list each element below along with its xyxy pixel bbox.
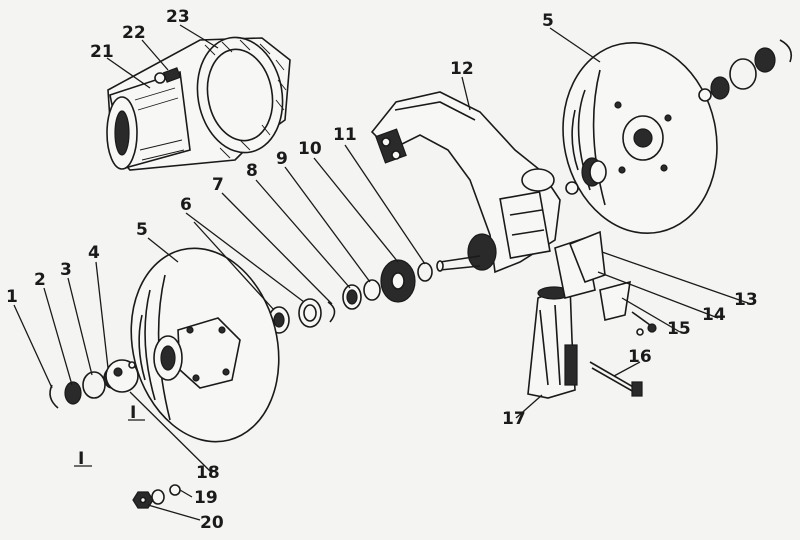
- callout-1: 1: [6, 287, 18, 307]
- callout-13: 13: [734, 290, 758, 310]
- callout-3: 3: [60, 260, 72, 280]
- detail-fasteners: [132, 484, 181, 509]
- right-disc: [562, 41, 718, 235]
- callout-22: 22: [122, 23, 146, 43]
- callout-7: 7: [212, 175, 224, 195]
- callout-16: 16: [628, 347, 652, 367]
- callout-5-left: 5: [136, 220, 148, 240]
- bearing-housing-part: [106, 36, 291, 171]
- callout-2: 2: [34, 270, 46, 290]
- right-disc-hub-gear: [565, 157, 607, 195]
- deflector-plates: [554, 230, 631, 321]
- bolt-16: [589, 361, 643, 397]
- detail-view-mark: I: [78, 449, 84, 469]
- callout-17: 17: [502, 409, 526, 429]
- left-bearing-stack: [268, 259, 433, 334]
- bolt-15: [631, 311, 657, 336]
- callout-6: 6: [180, 195, 192, 215]
- callout-labels: 1 2 3 4 5 6 7 8 9 10 11 12 13 14 15 16 1…: [6, 7, 758, 533]
- leader-lines: [13, 24, 749, 521]
- housing-gasket-hatch: [204, 39, 287, 159]
- callout-21: 21: [90, 42, 114, 62]
- callout-11: 11: [333, 125, 357, 145]
- callout-4: 4: [88, 243, 100, 263]
- callout-23: 23: [166, 7, 190, 27]
- left-disc-hub: [153, 317, 241, 389]
- axle-shaft: [436, 233, 497, 272]
- callout-15: 15: [667, 319, 691, 339]
- seed-tube: [527, 283, 578, 399]
- callout-14: 14: [702, 305, 726, 325]
- right-disc-fasteners: [698, 39, 793, 102]
- callout-19: 19: [194, 488, 218, 508]
- callout-18: 18: [196, 463, 220, 483]
- left-disc-fasteners: [49, 359, 139, 409]
- frame-arm: [370, 91, 561, 274]
- callout-5-right: 5: [542, 11, 554, 31]
- callout-12: 12: [450, 59, 474, 79]
- callout-20: 20: [200, 513, 224, 533]
- callout-8: 8: [246, 161, 258, 181]
- callout-10: 10: [298, 139, 322, 159]
- detail-ref-mark: I: [130, 403, 136, 423]
- callout-9: 9: [276, 149, 288, 169]
